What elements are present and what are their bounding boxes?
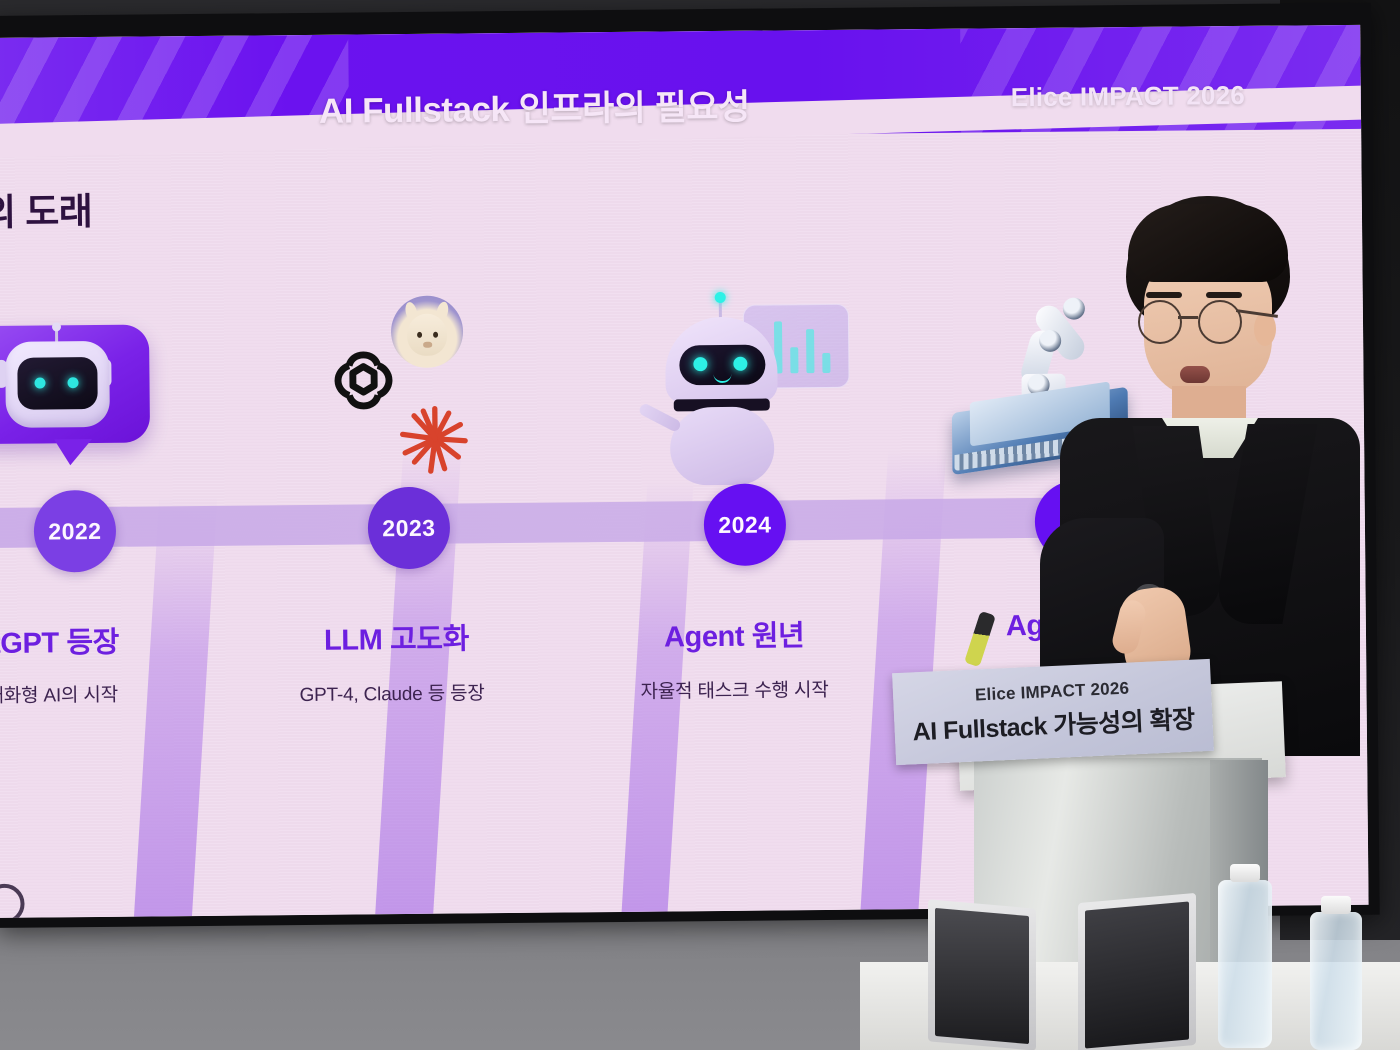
chatbot-bubble-icon <box>0 324 151 445</box>
glasses-lens <box>1198 300 1242 344</box>
robot-eye <box>693 357 708 372</box>
robot-visor <box>679 344 766 386</box>
robot-eye <box>67 377 79 389</box>
timeline-label-2024: Agent 원년 <box>663 620 805 654</box>
llama-logo-icon <box>390 295 464 369</box>
display-screen: AI Fullstack 인프라의 필요성 Elice IMPACT 2026 … <box>0 24 1369 918</box>
panel-bar <box>806 329 815 374</box>
llama-eye <box>433 331 439 338</box>
timeline-node-2022: 2022 <box>33 489 117 573</box>
water-bottle <box>1218 864 1272 1048</box>
display-screen-bezel: AI Fullstack 인프라의 필요성 Elice IMPACT 2026 … <box>0 2 1380 928</box>
laptop <box>1078 892 1196 1050</box>
speaker-ear <box>1254 312 1276 346</box>
llama-face <box>406 313 448 356</box>
timeline-sublabel-2024: 자율적 태스크 수행 시작 <box>640 679 829 703</box>
laptop-screen <box>1085 901 1189 1049</box>
bottle-cap <box>1321 896 1351 914</box>
timeline-node-2023: 2023 <box>367 486 451 570</box>
speaker-eyebrow <box>1146 292 1182 298</box>
speaker-hair-front <box>1128 204 1288 282</box>
timeline-sublabel-2023: GPT-4, Claude 등 등장 <box>299 683 485 707</box>
robot-head <box>5 340 110 428</box>
podium-sign: Elice IMPACT 2026 AI Fullstack 가능성의 확장 <box>892 658 1214 766</box>
robot-visor <box>17 356 98 410</box>
timeline-sublabel-2022: 대화형 AI의 시작 <box>0 684 119 708</box>
event-brand-label: Elice IMPACT 2026 <box>1010 79 1246 113</box>
claude-logo-icon <box>400 406 468 474</box>
robot-dashboard-icon <box>637 298 850 486</box>
bottle-cap <box>1230 864 1260 882</box>
robot-body <box>669 406 775 486</box>
glasses-temple <box>1236 309 1278 318</box>
speaker-eyebrow <box>1206 292 1242 298</box>
timeline-label-2023: LLM 고도화 <box>323 623 470 657</box>
slide-section-title: nt 시대의 도래 <box>0 191 93 234</box>
openai-logo-icon <box>334 351 393 410</box>
llama-nose <box>423 341 433 348</box>
timeline-label-2022: hatGPT 등장 <box>0 626 120 661</box>
glasses-bridge <box>1178 316 1198 319</box>
laptop-screen <box>935 907 1029 1045</box>
robot-smile <box>713 372 732 384</box>
laptop <box>928 899 1036 1050</box>
robot-eye <box>733 356 748 371</box>
water-bottle <box>1310 896 1362 1050</box>
presentation-slide: AI Fullstack 인프라의 필요성 Elice IMPACT 2026 … <box>0 24 1369 918</box>
panel-bar <box>822 352 831 374</box>
glasses-lens <box>1138 300 1182 344</box>
timeline-label-2025: Ag <box>1005 609 1044 643</box>
llama-eye <box>417 331 423 338</box>
panel-bar <box>790 347 799 374</box>
timeline-node-2024: 2024 <box>703 483 787 567</box>
robot-eye <box>34 377 46 389</box>
slide-title: AI Fullstack 인프라의 필요성 <box>318 87 750 131</box>
speaker-mouth <box>1180 366 1210 383</box>
glasses-icon <box>1136 300 1284 344</box>
podium-sign-subtitle: Elice IMPACT 2026 <box>974 678 1130 705</box>
podium-sign-title: AI Fullstack 가능성의 확장 <box>912 705 1196 747</box>
